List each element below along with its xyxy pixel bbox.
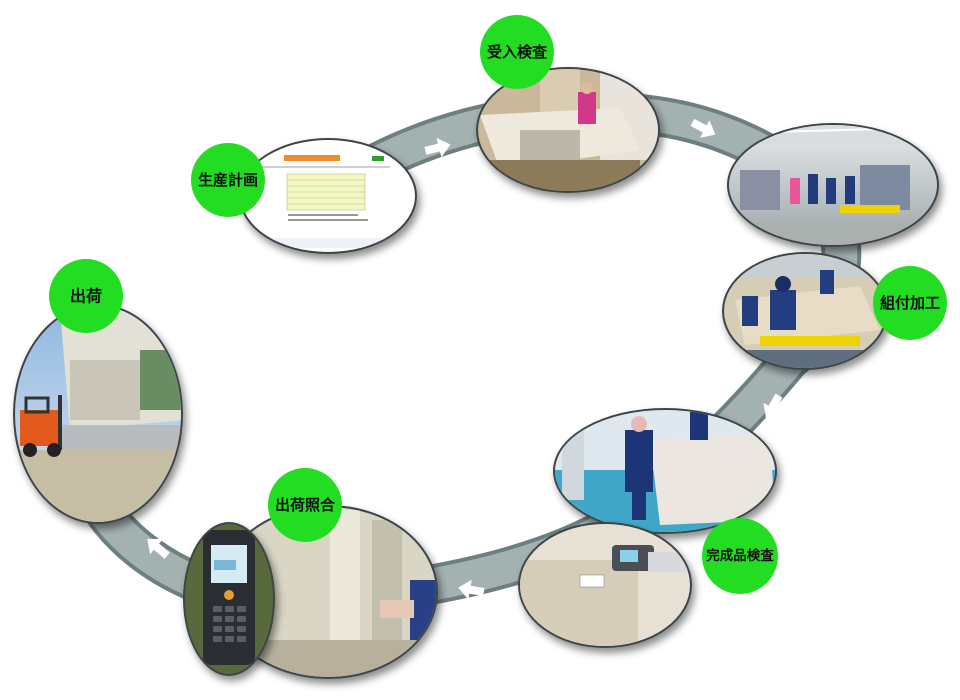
assembly-processing-photo bbox=[722, 252, 888, 370]
step-badge-receive: 受入検査 bbox=[480, 15, 554, 89]
step-label-assembly: 組付加工 bbox=[880, 294, 940, 312]
step-label-receive: 受入検査 bbox=[487, 43, 548, 61]
step-badge-plan: 生産計画 bbox=[191, 143, 265, 217]
step-badge-final: 完成品検査 bbox=[702, 518, 778, 594]
receiving-inspection-photo bbox=[476, 67, 660, 193]
down-arrow-icon bbox=[763, 393, 783, 419]
step-label-final: 完成品検査 bbox=[706, 547, 774, 564]
assembly-line-photo bbox=[727, 123, 939, 247]
step-badge-assembly: 組付加工 bbox=[873, 266, 947, 340]
shipping-photo bbox=[13, 304, 183, 524]
step-badge-verify: 出荷照合 bbox=[268, 468, 342, 542]
left-arrow-icon bbox=[458, 579, 485, 600]
step-badge-ship: 出荷 bbox=[49, 259, 123, 333]
right-arrow-icon bbox=[690, 118, 716, 138]
step-label-ship: 出荷 bbox=[70, 287, 102, 306]
right-arrow-icon bbox=[424, 137, 451, 158]
final-inspection-scan-photo bbox=[518, 522, 692, 648]
handheld-terminal-photo bbox=[183, 522, 275, 676]
step-label-plan: 生産計画 bbox=[198, 171, 258, 189]
left-arrow-icon bbox=[147, 539, 170, 559]
final-inspection-photo bbox=[553, 408, 777, 534]
step-label-verify: 出荷照合 bbox=[275, 496, 336, 514]
production-plan-screen-photo bbox=[239, 138, 417, 254]
